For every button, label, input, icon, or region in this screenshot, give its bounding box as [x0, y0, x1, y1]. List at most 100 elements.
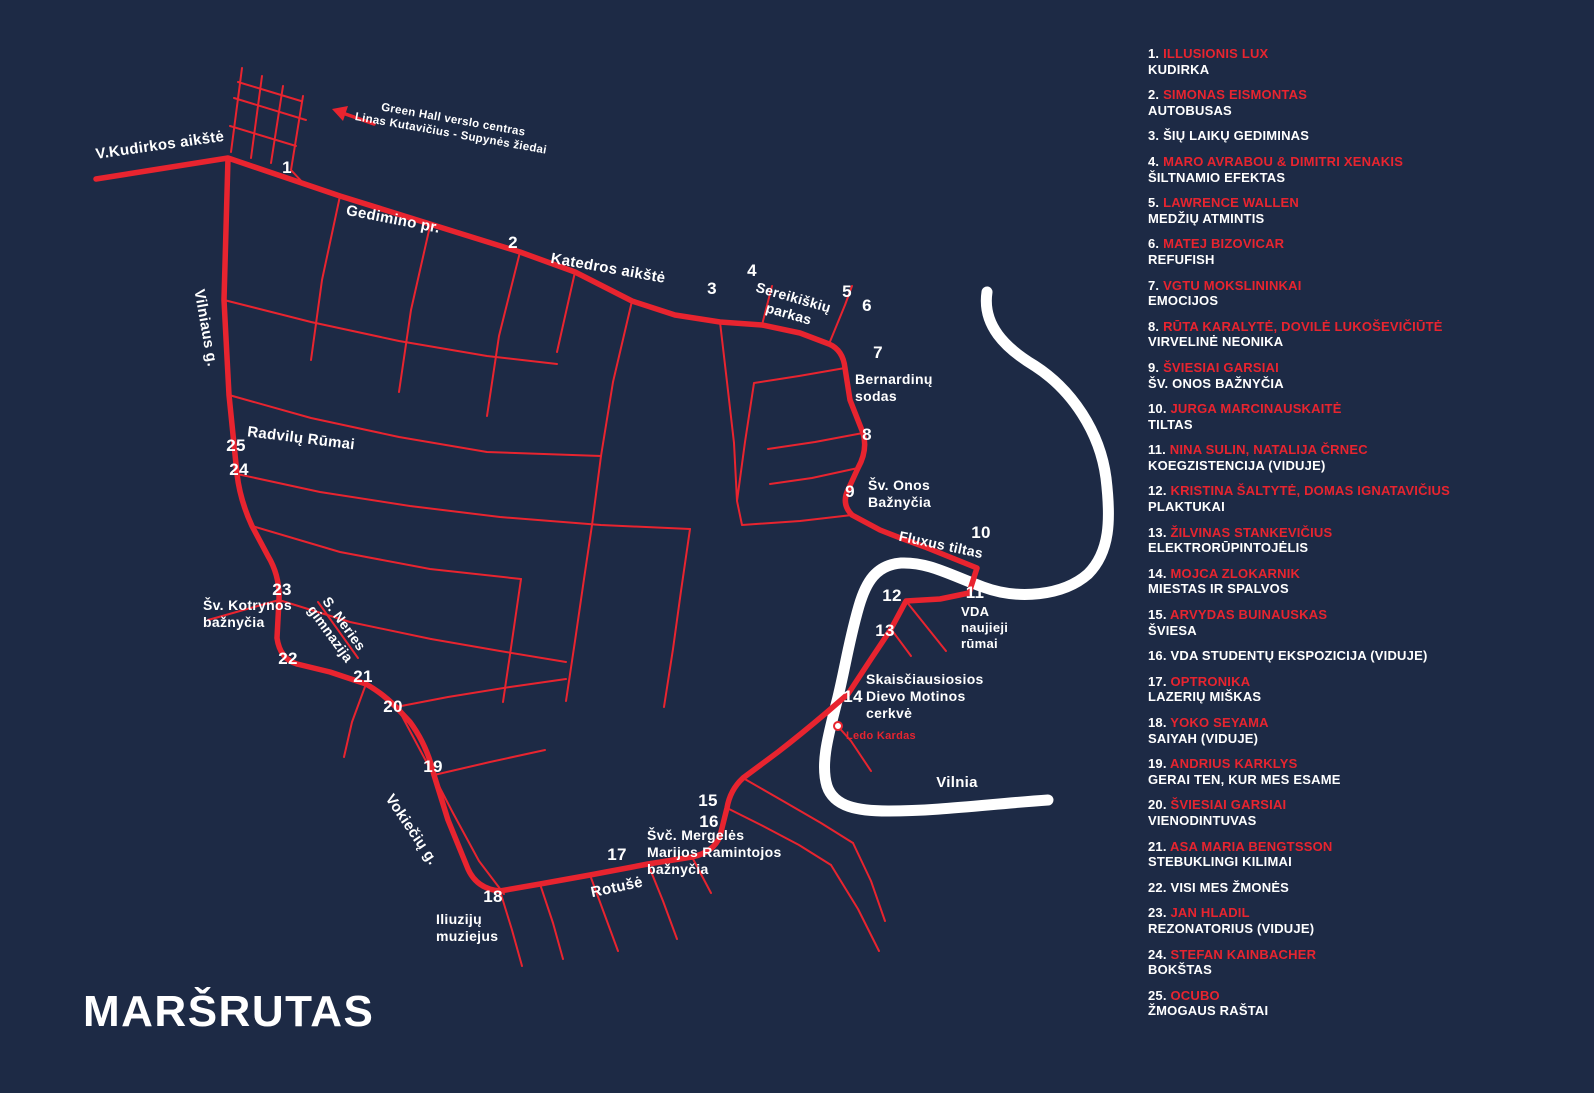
- map-point-number: 16: [699, 812, 719, 831]
- map-point-number: 6: [862, 296, 872, 315]
- legend-item: 2. SIMONAS EISMONTAS AUTOBUSAS: [1148, 87, 1588, 118]
- street-lines-uzupis: [890, 600, 947, 657]
- legend-item: 11. NINA SULIN, NATALIJA ČRNEC KOEGZISTE…: [1148, 442, 1588, 473]
- legend-work: KUDIRKA: [1148, 61, 1210, 77]
- legend-item: 22. VISI MES ŽMONĖS: [1148, 880, 1588, 896]
- map-label: Skaisčiausiosios Dievo Motinos cerkvė: [866, 671, 984, 722]
- legend: 1. ILLUSIONIS LUX KUDIRKA 2. SIMONAS EIS…: [1148, 46, 1588, 1019]
- legend-work: REZONATORIUS (VIDUJE): [1148, 920, 1315, 936]
- street-lines-cross: [223, 299, 691, 640]
- street-network: [207, 67, 947, 967]
- legend-artist: VGTU MOKSLININKAI: [1163, 277, 1302, 293]
- legend-number: 19.: [1148, 756, 1167, 772]
- legend-artist: ŽILVINAS STANKEVIČIUS: [1170, 524, 1333, 540]
- direction-arrow-icon: [332, 106, 376, 126]
- legend-artist: NINA SULIN, NATALIJA ČRNEC: [1169, 442, 1368, 458]
- map-point-number: 20: [383, 697, 403, 716]
- legend-item: 19. ANDRIUS KARKLYS GERAI TEN, KUR MES E…: [1148, 756, 1588, 787]
- legend-work: MEDŽIŲ ATMINTIS: [1148, 210, 1265, 226]
- map-point-number: 13: [875, 621, 895, 640]
- map-point-number: 11: [965, 583, 985, 602]
- legend-number: 1.: [1148, 46, 1160, 61]
- map-label: Iliuzijų muziejus: [436, 911, 499, 945]
- legend-number: 3.: [1148, 128, 1160, 144]
- legend-line1: 10. JURGA MARCINAUSKAITĖ: [1148, 401, 1588, 417]
- route-line: [93, 155, 980, 894]
- street-lines-north: [310, 195, 633, 457]
- map-point-number: 3: [707, 279, 717, 298]
- legend-number: 2.: [1148, 87, 1160, 103]
- map-point-number: 24: [229, 460, 249, 479]
- legend-line1: 25. OCUBO: [1148, 988, 1588, 1004]
- legend-artist: MOJCA ZLOKARNIK: [1170, 565, 1301, 581]
- legend-line1: 18. YOKO SEYAMA: [1148, 715, 1588, 731]
- map-point-number: 18: [483, 887, 503, 906]
- map-point-number: 23: [272, 580, 292, 599]
- legend-number: 10.: [1148, 401, 1167, 417]
- legend-line1: 3. ŠIŲ LAIKŲ GEDIMINAS: [1148, 128, 1588, 144]
- legend-item: 25. OCUBO ŽMOGAUS RAŠTAI: [1148, 988, 1588, 1019]
- legend-artist: ANDRIUS KARKLYS: [1170, 756, 1298, 772]
- legend-number: 20.: [1148, 797, 1167, 813]
- map-label: Ledo Kardas: [846, 730, 916, 742]
- legend-line1: 4. MARO AVRABOU & DIMITRI XENAKIS: [1148, 154, 1588, 170]
- legend-work: ŠVIESA: [1148, 622, 1197, 638]
- legend-line1: 15. ARVYDAS BUINAUSKAS: [1148, 607, 1588, 623]
- map-point-number: 21: [353, 667, 373, 686]
- legend-artist: YOKO SEYAMA: [1170, 715, 1269, 730]
- legend-artist: STEFAN KAINBACHER: [1170, 946, 1317, 962]
- legend-number: 16.: [1148, 648, 1167, 664]
- legend-item: 12. KRISTINA ŠALTYTĖ, DOMAS IGNATAVIČIUS…: [1148, 483, 1588, 514]
- legend-work: ŠILTNAMIO EFEKTAS: [1148, 169, 1286, 185]
- legend-artist: OPTRONIKA: [1170, 673, 1251, 689]
- legend-line1: 13. ŽILVINAS STANKEVIČIUS: [1148, 525, 1588, 541]
- legend-artist: MARO AVRABOU & DIMITRI XENAKIS: [1163, 153, 1404, 169]
- legend-artist: JURGA MARCINAUSKAITĖ: [1170, 401, 1342, 417]
- legend-line1: 9. ŠVIESIAI GARSIAI: [1148, 360, 1588, 376]
- legend-work: PLAKTUKAI: [1148, 499, 1225, 515]
- map-point-number: 14: [843, 687, 863, 706]
- legend-item: 1. ILLUSIONIS LUX KUDIRKA: [1148, 46, 1588, 77]
- legend-number: 8.: [1148, 318, 1160, 334]
- legend-item: 24. STEFAN KAINBACHER BOKŠTAS: [1148, 947, 1588, 978]
- legend-number: 7.: [1148, 277, 1160, 293]
- legend-item: 9. ŠVIESIAI GARSIAI ŠV. ONOS BAŽNYČIA: [1148, 360, 1588, 391]
- map-label: Šv. Onos Bažnyčia: [868, 477, 932, 511]
- street-lines-northeast: [719, 285, 864, 526]
- map-point-number: 4: [747, 261, 757, 280]
- legend-number: 6.: [1148, 236, 1160, 252]
- page-title: MARŠRUTAS: [83, 987, 375, 1037]
- map-point-number: 9: [845, 482, 855, 501]
- legend-item: 23. JAN HLADIL REZONATORIUS (VIDUJE): [1148, 905, 1588, 936]
- legend-work: GERAI TEN, KUR MES ESAME: [1148, 771, 1341, 787]
- street-lines-mid: [430, 455, 691, 708]
- legend-number: 22.: [1148, 879, 1167, 895]
- legend-work: LAZERIŲ MIŠKAS: [1148, 689, 1262, 705]
- legend-artist: OCUBO: [1170, 987, 1220, 1003]
- legend-line1: 16. VDA STUDENTŲ EKSPOZICIJA (VIDUJE): [1148, 648, 1588, 664]
- street-lines-southwest: [207, 599, 567, 895]
- legend-work: ELEKTRORŪPINTOJĖLIS: [1148, 540, 1309, 556]
- river-vilnia: [819, 286, 1114, 817]
- legend-item: 6. MATEJ BIZOVICAR REFUFISH: [1148, 236, 1588, 267]
- legend-line1: 12. KRISTINA ŠALTYTĖ, DOMAS IGNATAVIČIUS: [1148, 483, 1588, 499]
- map-point-number: 1: [282, 158, 292, 177]
- legend-number: 13.: [1148, 524, 1167, 540]
- legend-number: 21.: [1148, 838, 1167, 854]
- street-lines-top-cluster: [229, 67, 307, 186]
- legend-item: 15. ARVYDAS BUINAUSKAS ŠVIESA: [1148, 607, 1588, 638]
- legend-work: KOEGZISTENCIJA (VIDUJE): [1148, 457, 1326, 473]
- legend-number: 14.: [1148, 565, 1167, 581]
- legend-artist: SIMONAS EISMONTAS: [1163, 87, 1308, 103]
- legend-work: ŠV. ONOS BAŽNYČIA: [1148, 375, 1284, 391]
- legend-number: 24.: [1148, 946, 1167, 962]
- legend-title: VDA STUDENTŲ EKSPOZICIJA (VIDUJE): [1170, 648, 1428, 664]
- legend-line1: 14. MOJCA ZLOKARNIK: [1148, 566, 1588, 582]
- legend-number: 17.: [1148, 673, 1167, 689]
- legend-line1: 17. OPTRONIKA: [1148, 674, 1588, 690]
- map-label: Bernardinų sodas: [855, 371, 933, 405]
